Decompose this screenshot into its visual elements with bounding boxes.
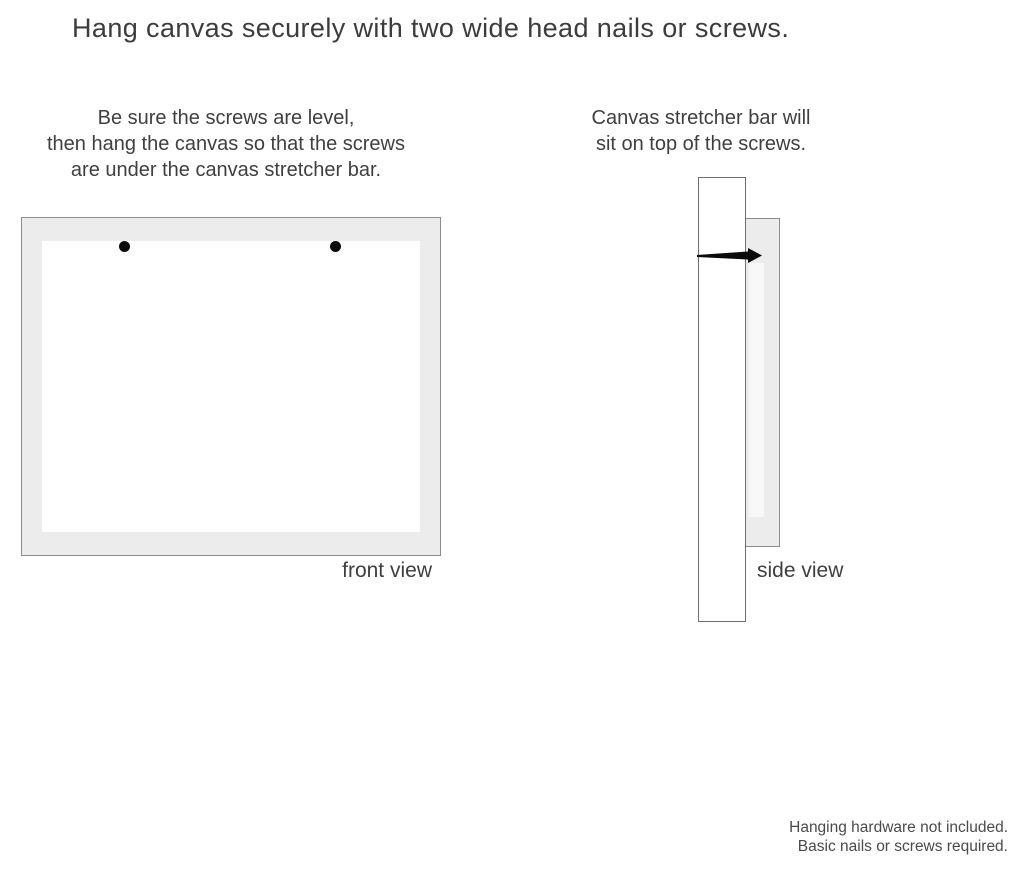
footnote-line: Basic nails or screws required. bbox=[797, 838, 1008, 855]
footnote-line: Hanging hardware not included. bbox=[789, 819, 1008, 836]
instruction-line: sit on top of the screws. bbox=[595, 133, 807, 155]
instruction-side-view-text: Canvas stretcher bar will sit on top of … bbox=[551, 105, 851, 157]
hardware-footnote: Hanging hardware not included. Basic nai… bbox=[688, 818, 1008, 856]
instruction-line: Be sure the screws are level, bbox=[97, 107, 355, 129]
nail-head-left-icon bbox=[119, 241, 130, 252]
canvas-front-view-face bbox=[42, 241, 420, 532]
front-view-label: front view bbox=[342, 559, 432, 582]
instruction-front-view-text: Be sure the screws are level, then hang … bbox=[26, 105, 426, 183]
instruction-line: Canvas stretcher bar will bbox=[591, 107, 811, 129]
nail-icon bbox=[697, 248, 762, 263]
stretcher-bar-side-view bbox=[698, 177, 746, 622]
side-view-label: side view bbox=[757, 559, 844, 582]
nail-head-right-icon bbox=[330, 241, 341, 252]
instruction-line: then hang the canvas so that the screws bbox=[47, 133, 405, 155]
page-title: Hang canvas securely with two wide head … bbox=[72, 13, 790, 43]
canvas-side-view-face bbox=[749, 263, 764, 517]
instruction-line: are under the canvas stretcher bar. bbox=[70, 159, 382, 181]
